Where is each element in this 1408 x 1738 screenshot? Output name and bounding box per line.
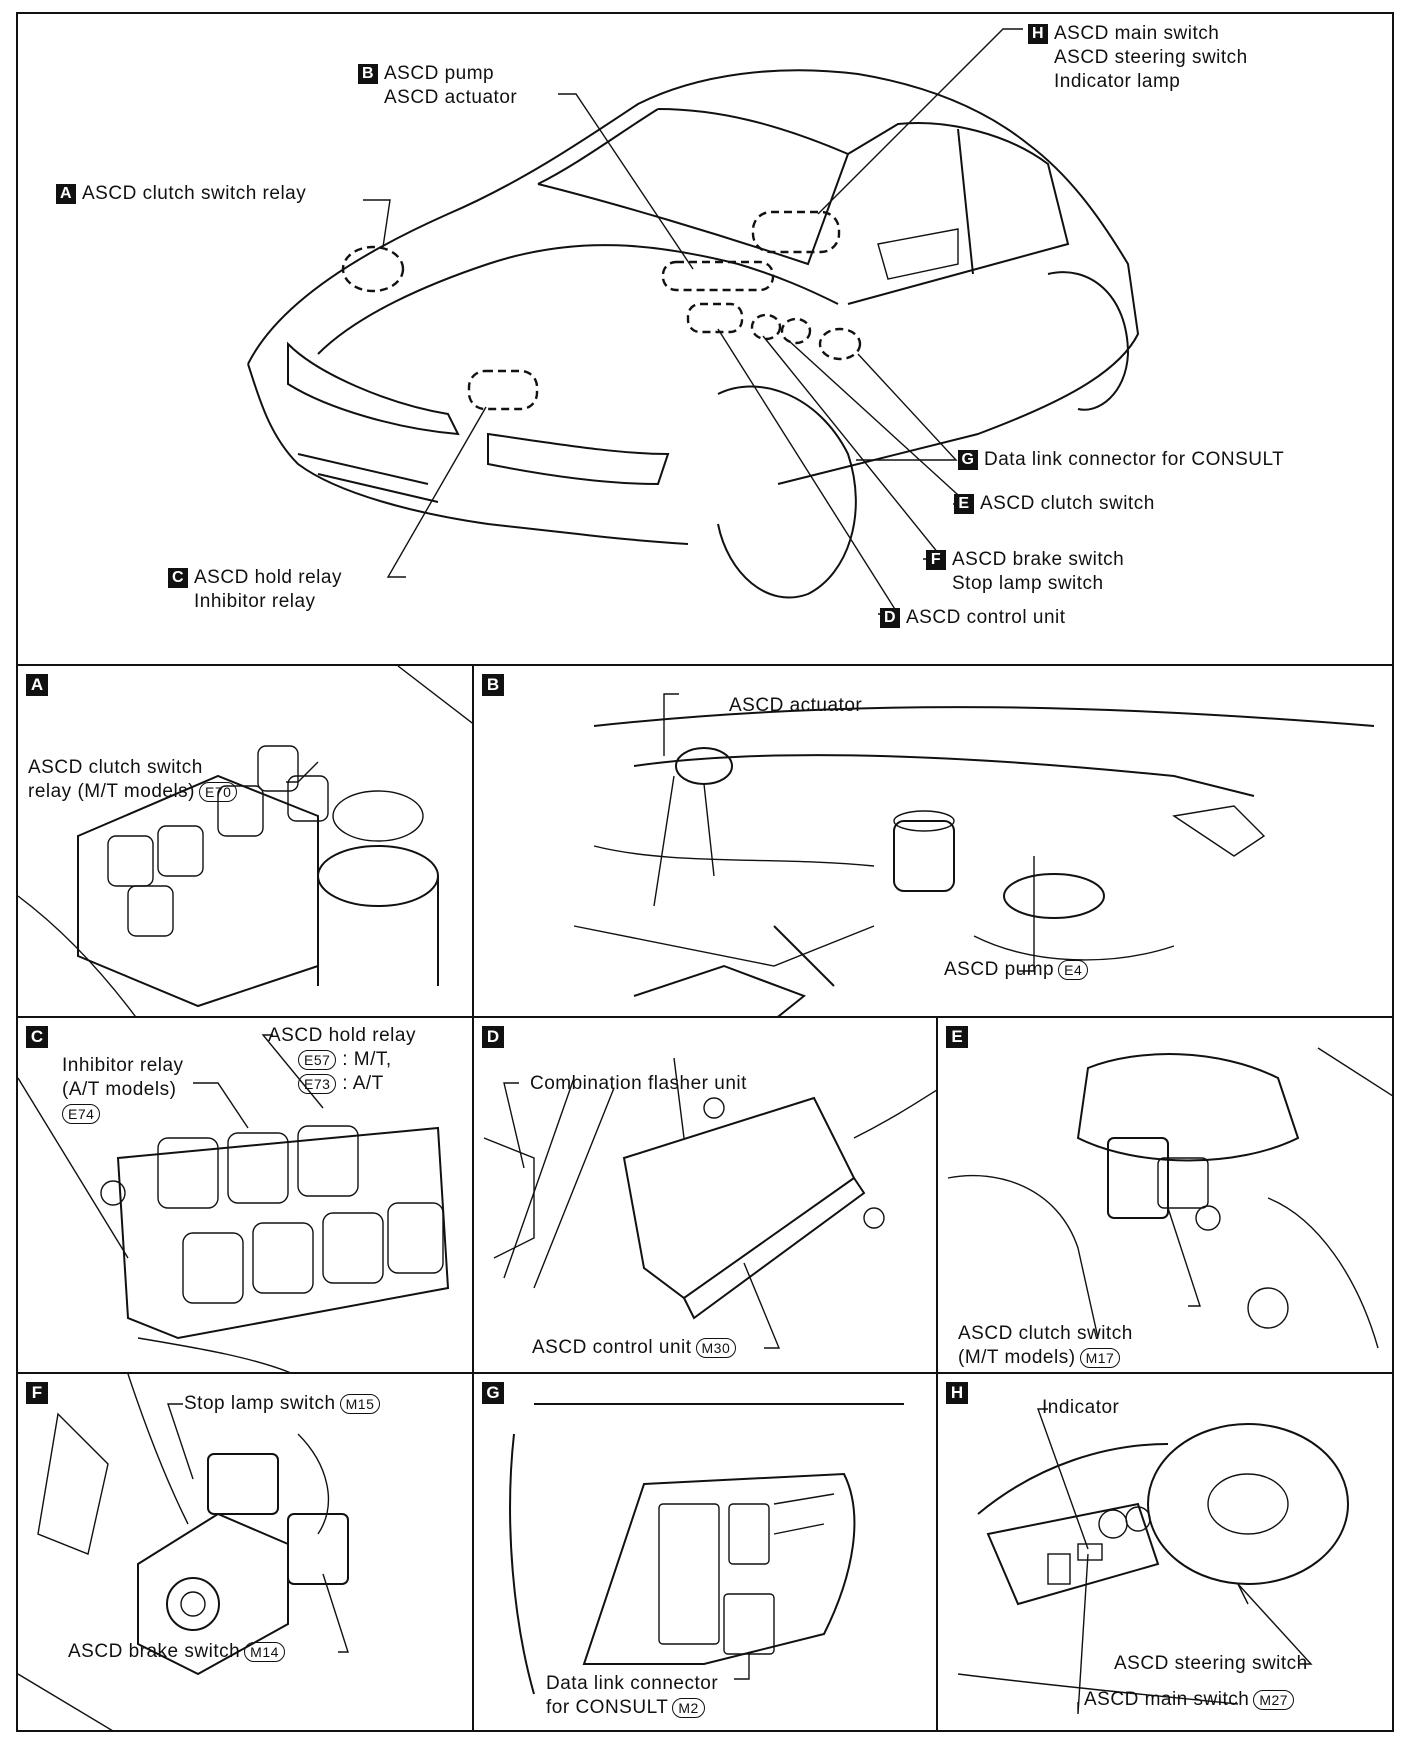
- panel-c-inhibitor-label: Inhibitor relay (A/T models) E74: [62, 1055, 184, 1124]
- control-unit-sketch: [483, 1057, 936, 1349]
- connector-e70: E70: [199, 781, 238, 802]
- panel-e-badge: E: [946, 1026, 968, 1048]
- fuse-box-sketch: [509, 1403, 904, 1695]
- badge-b: B: [358, 63, 378, 84]
- badge-f: F: [926, 549, 946, 570]
- connector-e4: E4: [1058, 959, 1089, 980]
- panel-b-badge: B: [482, 674, 504, 696]
- panel-d-badge: D: [482, 1026, 504, 1048]
- badge-h: H: [1028, 23, 1048, 44]
- connector-e57: E57: [298, 1049, 337, 1070]
- badge-a: A: [56, 183, 76, 204]
- badge-d: D: [880, 607, 900, 628]
- connector-m2: M2: [672, 1697, 705, 1718]
- panel-c-badge: C: [26, 1026, 48, 1048]
- dashboard-sketch: [957, 1408, 1349, 1715]
- panel-a-badge: A: [26, 674, 48, 696]
- engine-bay-sketch: [573, 693, 1375, 1016]
- connector-m30: M30: [695, 1337, 737, 1358]
- panel-c-hold-label: ASCD hold relay E57 : M/T, E73 : A/T: [268, 1025, 416, 1094]
- panel-d: D Combination flasher unit ASCD control …: [472, 1016, 938, 1374]
- relay-box-sketch: [18, 666, 472, 1016]
- badge-e: E: [954, 493, 974, 514]
- connector-m17: M17: [1079, 1347, 1121, 1368]
- panel-e: E ASCD clutch switch (M/T models)M17: [936, 1016, 1394, 1374]
- panel-h-indicator-label: Indicator: [1042, 1397, 1120, 1418]
- panel-f-badge: F: [26, 1382, 48, 1404]
- panel-e-label: ASCD clutch switch (M/T models)M17: [958, 1323, 1133, 1368]
- clutch-switch-sketch: [947, 1047, 1392, 1349]
- badge-g: G: [958, 449, 978, 470]
- badge-c: C: [168, 567, 188, 588]
- panel-c: C Inhibitor relay (A/T models) E74 ASCD …: [16, 1016, 474, 1374]
- panel-d-flasher-label: Combination flasher unit: [530, 1073, 747, 1094]
- connector-m15: M15: [339, 1393, 381, 1414]
- connector-m14: M14: [244, 1641, 285, 1662]
- panel-h-steering-label: ASCD steering switch: [1114, 1653, 1308, 1674]
- brake-switch-sketch: [18, 1374, 349, 1730]
- connector-e74: E74: [62, 1103, 101, 1124]
- connector-e73: E73: [298, 1073, 337, 1094]
- panel-h: H Indicator ASCD steering switch ASCD ma…: [936, 1372, 1394, 1732]
- panel-a-label: ASCD clutch switch relay (M/T models)E70: [28, 756, 238, 804]
- panel-g-badge: G: [482, 1382, 504, 1404]
- connector-m27: M27: [1253, 1689, 1295, 1710]
- panel-h-badge: H: [946, 1382, 968, 1404]
- panel-a: A ASCD clutch switch relay (M/T models)E…: [16, 664, 474, 1018]
- panel-b-actuator-label: ASCD actuator: [729, 695, 863, 716]
